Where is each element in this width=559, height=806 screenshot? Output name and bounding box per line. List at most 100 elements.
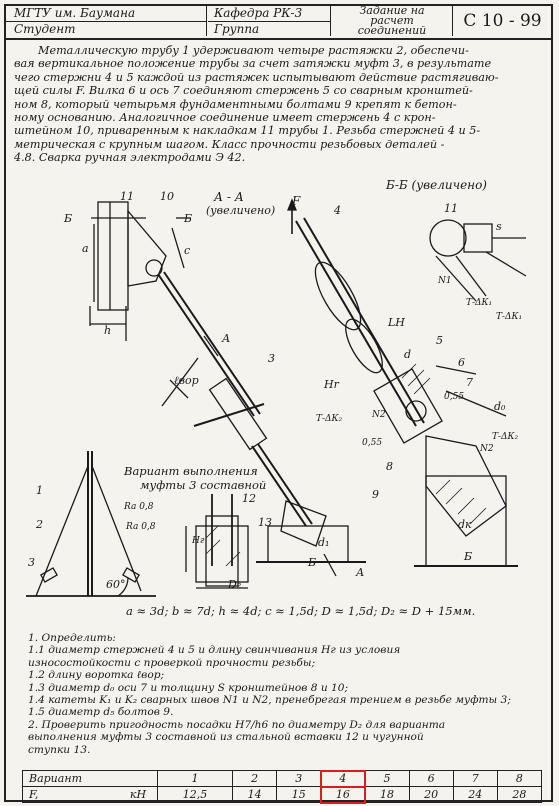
weld-tk2-left: Т-ΔК₂ (316, 414, 343, 424)
intro-line: ному основанию. Аналогичное соединение и… (14, 111, 436, 125)
proportions-line: a ≈ 3d; b ≈ 7d; h ≈ 4d; c ≈ 1,5d; D ≈ 1,… (126, 604, 476, 618)
group-label: Группа (214, 22, 260, 36)
variants-table: Вариант 1 2 3 4 5 6 7 8 F, кН 12,5 14 15… (22, 769, 543, 804)
task-item: 1.4 катеты K₁ и K₂ сварных швов N1 и N2,… (28, 694, 511, 707)
turnbuckle-lower (345, 318, 383, 374)
task-item: 1.1 диаметр стержней 4 и 5 и длину свинч… (28, 644, 401, 657)
dim-dk: dк (458, 518, 472, 531)
dim-do: d₀ (494, 400, 506, 413)
intro-line: штейном 10, приваренным к накладкам 11 т… (14, 124, 481, 138)
bb-weld-tk: Т-ΔК₁ (496, 312, 523, 322)
dim-c: c (184, 244, 191, 257)
dim-b-mid: Б (308, 556, 317, 569)
task-title-cell: Задание на расчет соединений (332, 6, 453, 36)
variant-number-selected: 4 (319, 769, 366, 788)
insert-12-shape (205, 515, 239, 587)
force-value: 14 (232, 786, 278, 803)
section-aa-title: А - А (214, 190, 244, 204)
tol-055-b: 0,55 (362, 438, 383, 448)
variant-number: 5 (364, 770, 410, 787)
variant-number: 6 (408, 770, 454, 787)
bracket-10-shape (127, 209, 167, 287)
section-b-label-left: Б (64, 212, 73, 225)
dim-lh: LH (388, 316, 405, 329)
intro-line: Металлическую трубу 1 удерживают четыре … (38, 44, 469, 57)
force-row: F, кН 12,5 14 15 16 18 20 24 28 (22, 785, 543, 804)
variant-note-line-1: Вариант выполнения (124, 464, 258, 478)
task-title-line-3: соединений (357, 24, 427, 36)
force-value: 24 (452, 786, 498, 803)
intro-line: метрическая с крупным шагом. Класс прочн… (14, 137, 445, 151)
wrench-handle (193, 403, 265, 427)
task-title-line-1: Задание на (359, 6, 425, 17)
task-item: ступки 13. (28, 743, 91, 756)
part-label-1: 1 (36, 484, 43, 497)
section-bb-title: Б-Б (увеличено) (386, 178, 487, 192)
part-label-11: 11 (120, 190, 134, 203)
section-b-label-right: Б (184, 212, 193, 225)
intro-line: щей силы F. Вилка 6 и ось 7 соединяют ст… (14, 84, 473, 98)
bb-part-11: 11 (444, 202, 458, 215)
intro-line: 4.8. Сварка ручная электродами Э 42. (14, 151, 246, 165)
part-label-3: 3 (268, 352, 275, 365)
dim-hg: Hг (192, 536, 205, 546)
angle-label: 60° (106, 578, 126, 591)
department-name: Кафедра РК-3 (208, 6, 330, 22)
axle-7-circle (405, 400, 427, 422)
university-name: МГТУ им. Баумана (6, 6, 206, 22)
plate-11-shape (97, 201, 129, 311)
force-value: 28 (496, 786, 543, 803)
part-label-6: 6 (458, 356, 465, 369)
force-value: 20 (408, 786, 454, 803)
part-label-12: 12 (242, 492, 256, 505)
intro-line: ном 8, который четырьмя фундаментными бо… (14, 97, 457, 111)
department-cell: Кафедра РК-3 Группа (208, 6, 331, 36)
force-value: 18 (364, 786, 410, 803)
force-f-label: F (292, 194, 301, 208)
dim-d1: d₁ (318, 536, 330, 549)
bb-weld-n1: N1 (438, 276, 452, 286)
dim-d2: D₂ (228, 578, 242, 591)
university-cell: МГТУ им. Баумана Студент (6, 6, 207, 36)
task-code: С 10 - 99 (463, 11, 542, 31)
roughness-a: Ra 0,8 (124, 502, 154, 512)
task-item: 1.2 длину воротка ℓвор; (28, 669, 165, 682)
part-label-3-mast: 3 (28, 556, 35, 569)
student-label: Студент (14, 22, 76, 36)
variant-number: 8 (496, 770, 543, 787)
task-title-line-2: расчет (370, 14, 414, 27)
bb-weld-tk1: Т-ΔК₁ (466, 298, 493, 308)
part-label-2: 2 (36, 518, 43, 531)
title-block: МГТУ им. Баумана Студент Кафедра РК-3 Гр… (6, 6, 551, 40)
part-label-10: 10 (160, 190, 174, 203)
variant-note-line-2: муфты 3 составной (140, 478, 267, 492)
dim-hr: Hr (324, 378, 339, 391)
fork-6-shape (373, 368, 443, 444)
part-label-8: 8 (386, 460, 393, 473)
variant-number-row: Вариант 1 2 3 4 5 6 7 8 (22, 769, 543, 788)
force-value: 15 (276, 786, 322, 803)
weld-n2: N2 (480, 444, 494, 454)
force-value-selected: 16 (319, 785, 366, 804)
problem-statement: Металлическую трубу 1 удерживают четыре … (14, 44, 544, 165)
dim-b-lower: Б (464, 550, 473, 563)
task-item: 1.5 диаметр d₅ болтов 9. (28, 706, 174, 719)
dim-d: d (404, 348, 412, 361)
guy-wire-left (35, 465, 89, 597)
variant-number: 3 (276, 770, 322, 787)
tol-055-a: 0,55 (444, 392, 465, 402)
task-list: 1. Определить: 1.1 диаметр стержней 4 и … (28, 632, 548, 756)
task-item: 1.3 диаметр d₀ оси 7 и толщину S кронште… (28, 681, 349, 694)
hub-13-shape (195, 525, 249, 583)
force-label: F, (22, 786, 119, 803)
variant-number: 7 (452, 770, 498, 787)
variant-number: 2 (232, 770, 278, 787)
variant-label: Вариант (22, 770, 158, 787)
part-label-9: 9 (372, 488, 379, 501)
bb-head-circle (429, 219, 467, 257)
part-label-13: 13 (258, 516, 272, 529)
roughness-b: Ra 0,8 (126, 522, 156, 532)
bb-dim-s: s (496, 220, 502, 233)
task-sheet: МГТУ им. Баумана Студент Кафедра РК-3 Гр… (4, 4, 553, 804)
section-a-label: А (222, 332, 231, 345)
